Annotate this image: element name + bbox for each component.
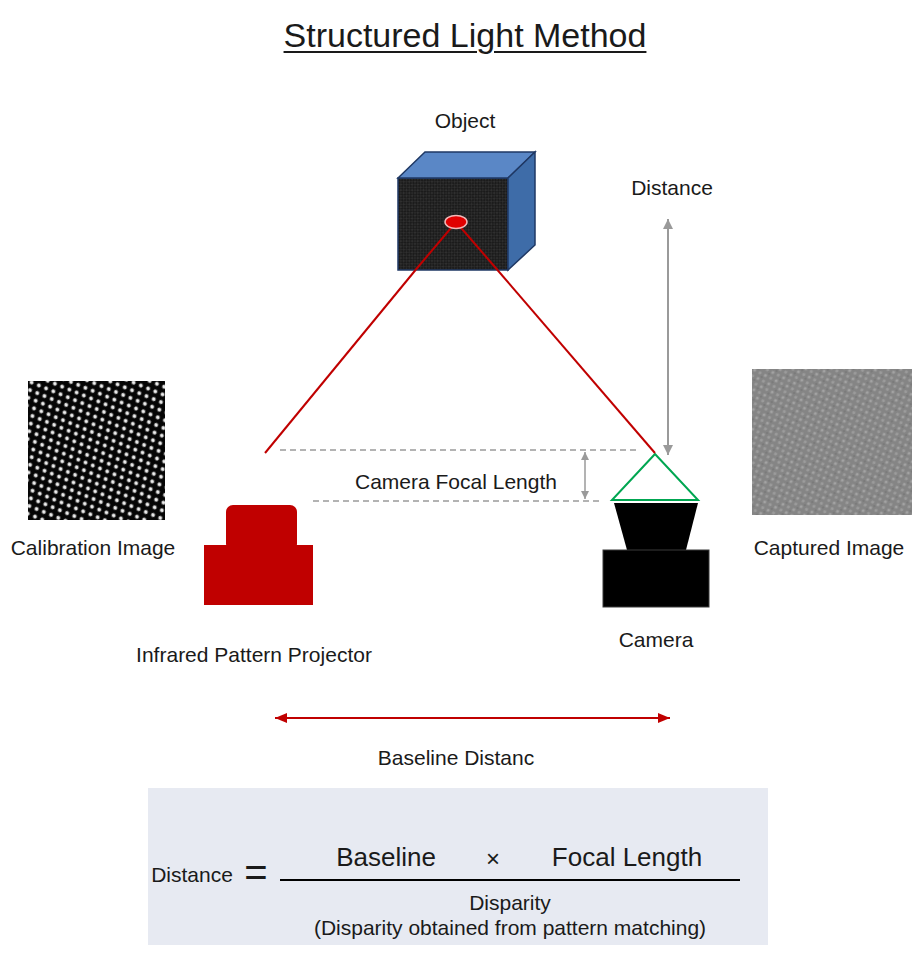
node-label: Object bbox=[385, 108, 545, 133]
node-label: (Disparity obtained from pattern matchin… bbox=[260, 915, 760, 940]
light-ray bbox=[497, 270, 654, 453]
node-label: = bbox=[236, 848, 276, 896]
light-ray bbox=[265, 270, 415, 453]
captured-image: Captured Image bbox=[752, 369, 912, 515]
formula-box: Distance=Baseline×Focal LengthDisparity(… bbox=[148, 788, 768, 945]
baseline-arrow bbox=[275, 717, 670, 719]
focal-length-arrow bbox=[584, 452, 586, 499]
ray-segment bbox=[416, 222, 457, 270]
node-label: Baseline bbox=[316, 842, 456, 873]
camera-lens bbox=[614, 503, 698, 550]
diagram-title: Structured Light Method bbox=[215, 15, 715, 56]
dimension-label: Distance bbox=[607, 175, 737, 200]
camera-symbol: Camera bbox=[603, 453, 709, 607]
fraction-bar bbox=[280, 879, 740, 881]
projector-head bbox=[226, 505, 297, 551]
view-triangle bbox=[612, 454, 698, 500]
projector-body bbox=[204, 545, 313, 605]
dimension-label: Baseline Distanc bbox=[336, 745, 576, 770]
cube-front bbox=[398, 178, 508, 270]
node-label: Captured Image bbox=[734, 535, 912, 560]
ray-segment bbox=[456, 222, 498, 270]
node-label: Camera bbox=[586, 627, 726, 652]
node-label: Calibration Image bbox=[0, 535, 193, 560]
node-label: Infrared Pattern Projector bbox=[109, 642, 399, 667]
dot-pattern bbox=[752, 369, 912, 515]
node-outline bbox=[398, 152, 535, 270]
camera-body bbox=[603, 550, 709, 607]
dimension-label: Camera Focal Length bbox=[326, 469, 586, 494]
node-outline bbox=[28, 381, 165, 520]
light-spot bbox=[445, 216, 467, 229]
cube-side bbox=[508, 152, 535, 270]
dot-pattern bbox=[28, 381, 165, 520]
node-label: Disparity bbox=[410, 890, 610, 915]
focal-guide-line bbox=[280, 449, 638, 451]
node-label: × bbox=[478, 845, 508, 874]
node-label: Focal Length bbox=[537, 842, 717, 873]
distance-arrow bbox=[667, 219, 669, 455]
node-outline bbox=[752, 369, 912, 515]
node-outline bbox=[204, 453, 313, 605]
object-cube: Object bbox=[398, 152, 535, 270]
calibration-image: Calibration Image bbox=[28, 381, 165, 520]
edge-layer bbox=[265, 270, 655, 453]
projector-symbol: Infrared Pattern Projector bbox=[204, 453, 313, 605]
layout-art bbox=[275, 216, 740, 881]
focal-guide-line bbox=[313, 500, 603, 502]
node-label: Distance bbox=[142, 862, 242, 887]
node-outline bbox=[603, 453, 709, 607]
